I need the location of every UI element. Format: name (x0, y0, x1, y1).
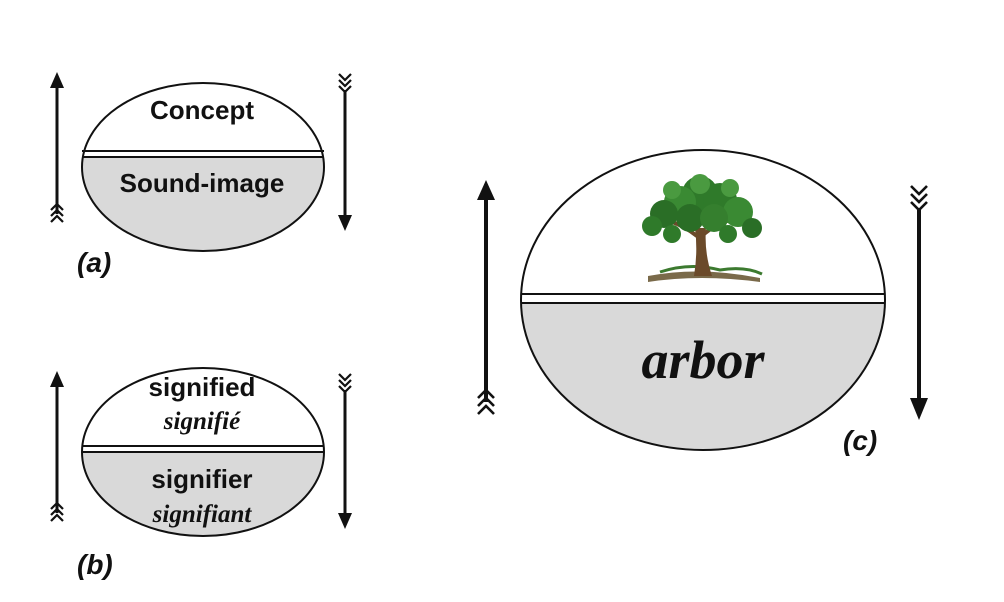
diagram-b: signified signifié signifier signifiant … (50, 367, 352, 580)
sign-ellipse-c: arbor (520, 149, 886, 451)
diagram-a: Concept Sound-image (a) (50, 72, 352, 278)
concept-label: Concept (150, 95, 254, 125)
downward-arrow-icon (910, 185, 928, 420)
tree-icon (642, 174, 763, 282)
signifier-label: signifier (151, 464, 252, 494)
sound-image-label: Sound-image (120, 168, 285, 198)
upward-arrow-icon (50, 72, 64, 223)
signifie-label: signifié (163, 408, 241, 435)
diagram-c: arbor (c) (477, 149, 928, 456)
signified-label: signified (149, 372, 256, 402)
upward-arrow-icon (477, 180, 495, 415)
caption-b: (b) (77, 549, 113, 580)
downward-arrow-icon (338, 373, 352, 529)
signifiant-label: signifiant (152, 501, 253, 528)
caption-c: (c) (843, 425, 877, 456)
arbor-label: arbor (641, 330, 765, 390)
sign-ellipse-a: Concept Sound-image (81, 82, 325, 252)
caption-a: (a) (77, 247, 111, 278)
downward-arrow-icon (338, 73, 352, 231)
upward-arrow-icon (50, 371, 64, 522)
sign-ellipse-b: signified signifié signifier signifiant (81, 367, 325, 537)
